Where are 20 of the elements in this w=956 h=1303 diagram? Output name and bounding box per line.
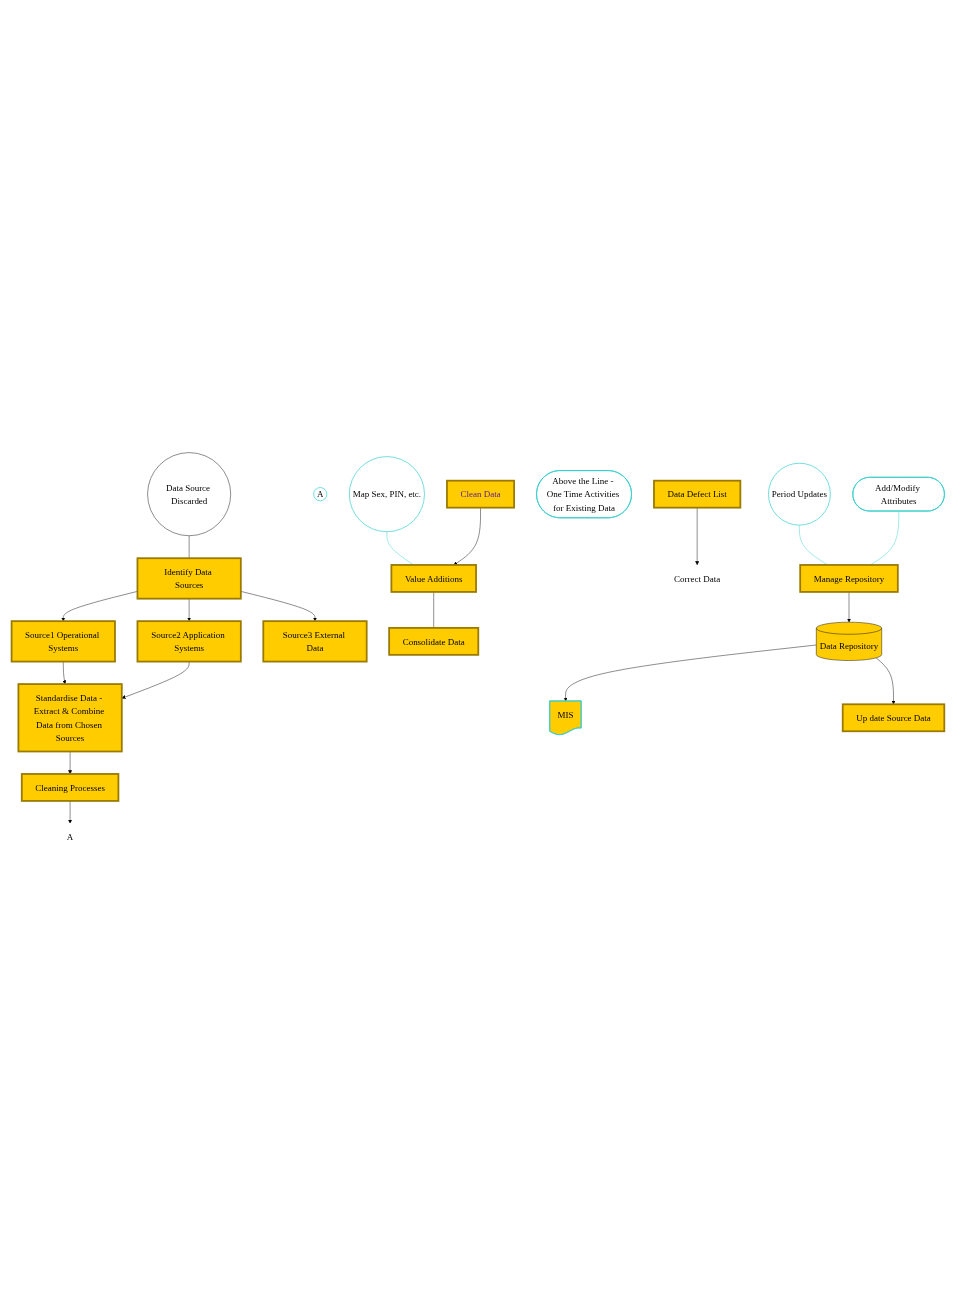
- node-box: Value Additions: [390, 564, 477, 593]
- node-circle: Period Updates: [768, 462, 831, 526]
- node-box: Identify Data Sources: [136, 557, 242, 600]
- node-circle: A: [313, 487, 328, 502]
- node-box: Source2 Application Systems: [136, 620, 242, 663]
- node-box: Manage Repository: [799, 564, 899, 593]
- node-text: Correct Data: [674, 573, 721, 584]
- node-circle: Map Sex, PIN, etc.: [349, 456, 425, 533]
- node-box: Clean Data: [446, 479, 515, 509]
- node-text: A: [66, 831, 74, 842]
- connector: [386, 531, 414, 566]
- node-box: Standardise Data - Extract & Combine Data from Chosen Sources: [17, 683, 123, 753]
- node-box: Up date Source Data: [841, 703, 946, 733]
- node-box: Source3 External Data: [262, 620, 368, 663]
- node-circle: Data Source Discarded: [147, 452, 231, 536]
- node-box: Data Defect List: [653, 479, 742, 509]
- node-box: Cleaning Processes: [20, 773, 120, 802]
- node-box: Consolidate Data: [388, 627, 480, 656]
- connector: [870, 511, 900, 566]
- node-box: Source1 Operational Systems: [10, 620, 116, 663]
